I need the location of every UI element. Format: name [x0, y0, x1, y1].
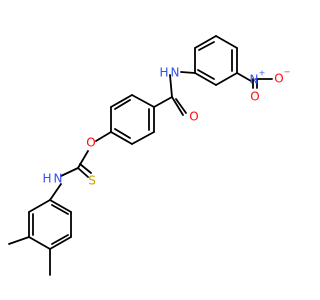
bond [169, 74, 173, 98]
bond [51, 234, 69, 245]
bond [197, 69, 215, 80]
bond [110, 94, 133, 108]
bond [110, 131, 133, 145]
bond [180, 71, 196, 74]
atom-label-o-ester: O [86, 136, 95, 150]
bond [114, 128, 131, 139]
bond [114, 99, 131, 110]
bond [60, 167, 79, 177]
atom-label-n-thio: N [54, 172, 63, 186]
bond [49, 183, 62, 201]
atom-label-o-carbonyl: O [189, 110, 198, 124]
atom-label-layer: N H N + O − O O O S N H [42, 66, 290, 188]
bond [51, 204, 69, 215]
bond [77, 150, 89, 169]
bond [49, 199, 72, 213]
atom-label-plus-charge: + [259, 69, 266, 78]
bond [236, 72, 252, 82]
bond [153, 96, 173, 108]
atom-label-n-nitro: N [250, 73, 259, 87]
atom-label-minus-charge: − [284, 68, 291, 77]
bond [131, 94, 155, 108]
bond [171, 96, 184, 116]
atom-label-h-amide: H [159, 66, 168, 80]
atom-label-n-amide: N [171, 66, 180, 80]
molecule-structure: N H N + O − O O O S N H [8, 35, 290, 276]
bond [194, 35, 217, 49]
bond [215, 72, 238, 86]
atom-label-h-thio: H [42, 172, 51, 186]
atom-label-o-nitro-b: O [250, 90, 259, 104]
atom-label-o-nitro-a: O [274, 72, 283, 86]
bond [95, 131, 112, 142]
bond [175, 98, 187, 114]
bond [28, 199, 51, 213]
bond [198, 41, 215, 51]
bond [79, 163, 92, 174]
bond [194, 72, 217, 86]
bond [28, 236, 51, 250]
bond [131, 131, 155, 145]
bond [215, 35, 238, 49]
bond [77, 167, 89, 178]
atom-label-s-thio: S [88, 174, 96, 188]
bond [8, 236, 30, 245]
bond-layer [8, 35, 273, 276]
bond [49, 236, 72, 250]
